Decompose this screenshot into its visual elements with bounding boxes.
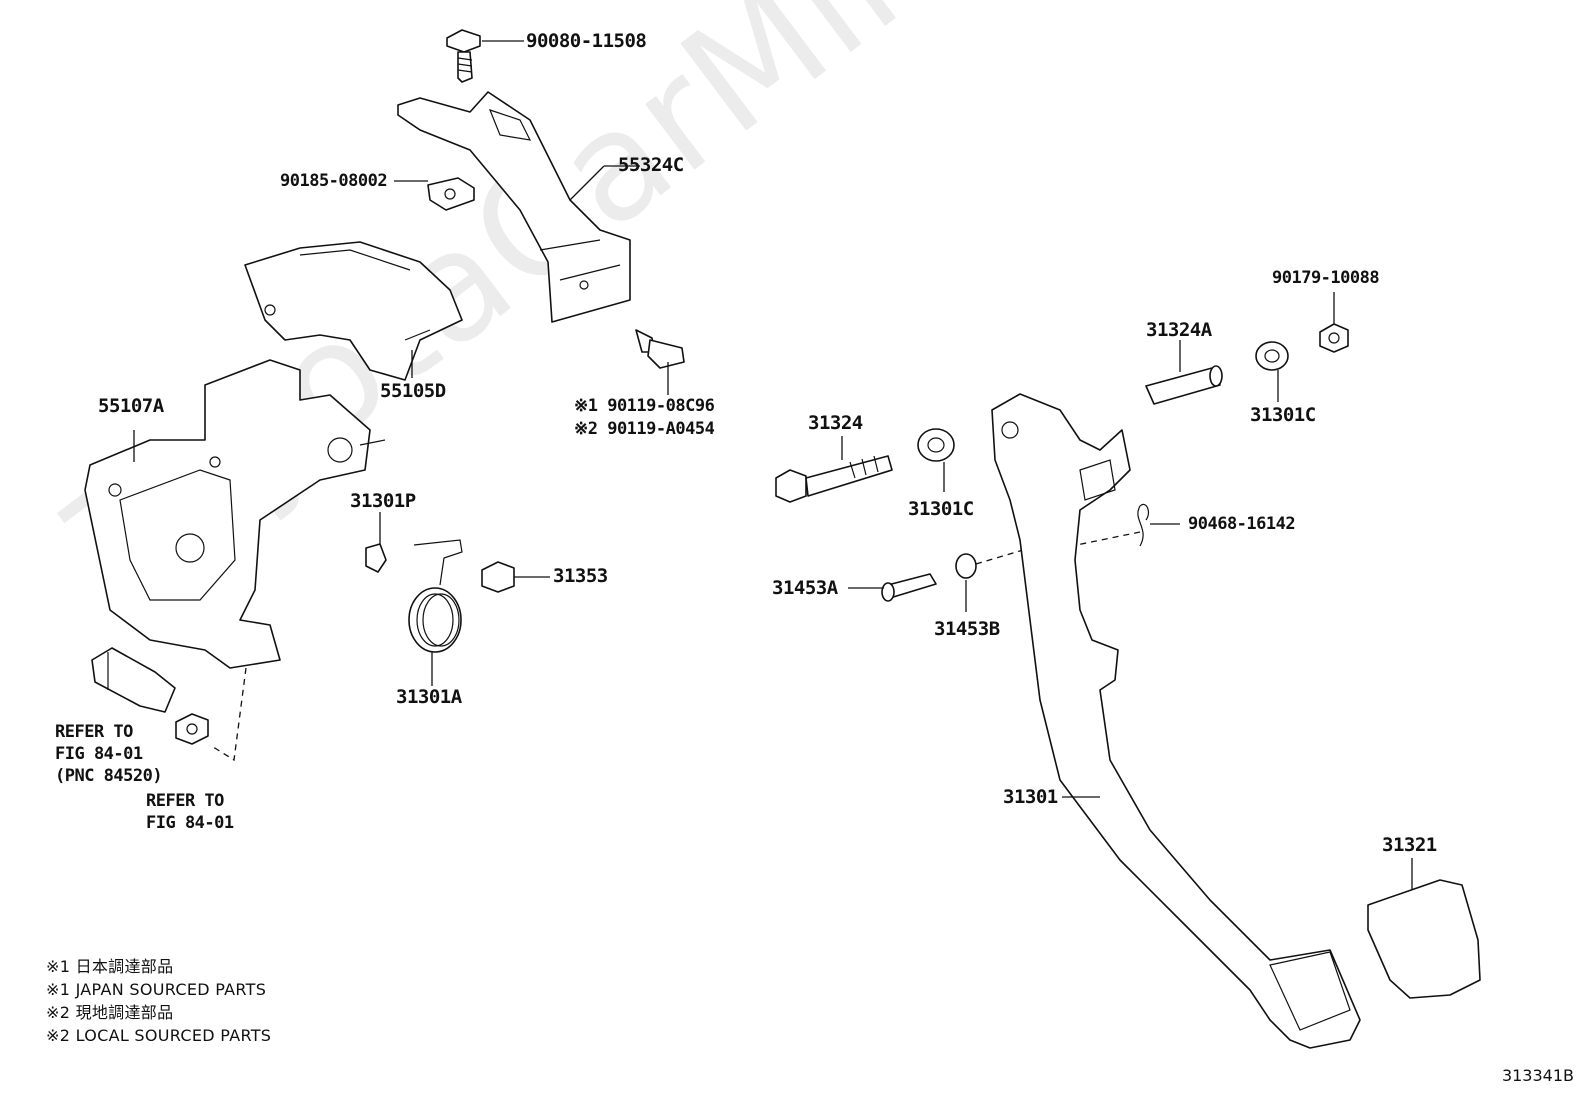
bracket-55324c-drawing [397, 91, 631, 323]
label-31301p: 31301P [350, 490, 416, 512]
nut-dashed-line [209, 667, 247, 762]
label-31301a: 31301A [396, 686, 462, 708]
leader-55324c [569, 165, 640, 201]
label-31324: 31324 [808, 412, 863, 434]
label-55107a: 55107A [98, 395, 164, 417]
cover-55105d-drawing [244, 241, 463, 381]
legend: ※1 日本調達部品 ※1 JAPAN SOURCED PARTS ※2 現地調達… [46, 955, 271, 1047]
legend-row-2: ※1 JAPAN SOURCED PARTS [46, 980, 267, 999]
bracket-55107a-drawing [84, 359, 386, 669]
bolt-90080-11508-drawing [446, 29, 481, 83]
pin-31453a-drawing [848, 573, 937, 602]
label-90119-08c96: ※1 90119-08C96 [574, 396, 715, 416]
pedal-31301-drawing [991, 393, 1361, 1049]
clip-90185-08002-drawing [427, 177, 475, 211]
spring-31301a-drawing [408, 539, 463, 686]
nut-90179-drawing [1319, 292, 1349, 353]
ref1-line2: FIG 84-01 [55, 744, 143, 764]
collar-31324a-drawing [1145, 340, 1223, 405]
bolt-31324-drawing [775, 436, 893, 503]
label-55105d: 55105D [380, 380, 446, 402]
label-90185-08002: 90185-08002 [280, 171, 388, 191]
nut-31353-drawing [481, 561, 550, 593]
pin-31453b-drawing [955, 547, 1031, 612]
label-31324a: 31324A [1146, 319, 1212, 341]
figure-code: 313341B [1501, 1066, 1574, 1085]
bushing-31301c-left-drawing [917, 428, 955, 492]
screw-90119-drawing [635, 329, 685, 395]
label-31301c-left: 31301C [908, 498, 974, 520]
ref2-line2: FIG 84-01 [146, 813, 234, 833]
label-31353: 31353 [553, 565, 608, 587]
label-90080-11508: 90080-11508 [526, 30, 647, 52]
ref1-line1: REFER TO [55, 722, 133, 742]
switch-drawing [91, 647, 176, 713]
label-31453b: 31453B [934, 618, 1000, 640]
bushing-31301c-right-drawing [1255, 341, 1289, 402]
label-31301: 31301 [1003, 786, 1058, 808]
ref1-line3: (PNC 84520) [55, 766, 163, 786]
label-31453a: 31453A [772, 577, 838, 599]
pad-31321-drawing [1367, 858, 1481, 999]
legend-row-1: ※1 日本調達部品 [46, 957, 174, 976]
label-31301c-right: 31301C [1250, 404, 1316, 426]
label-55324c: 55324C [618, 154, 684, 176]
legend-row-4: ※2 LOCAL SOURCED PARTS [46, 1026, 272, 1045]
legend-row-3: ※2 現地調達部品 [46, 1003, 174, 1022]
ref2-line1: REFER TO [146, 791, 224, 811]
bushing-31301p-drawing [365, 512, 387, 573]
nut-drawing [175, 713, 209, 745]
label-90179-10088: 90179-10088 [1272, 268, 1380, 288]
label-90468-16142: 90468-16142 [1188, 514, 1296, 534]
label-90119-a0454: ※2 90119-A0454 [574, 419, 715, 439]
label-31321: 31321 [1382, 834, 1437, 856]
